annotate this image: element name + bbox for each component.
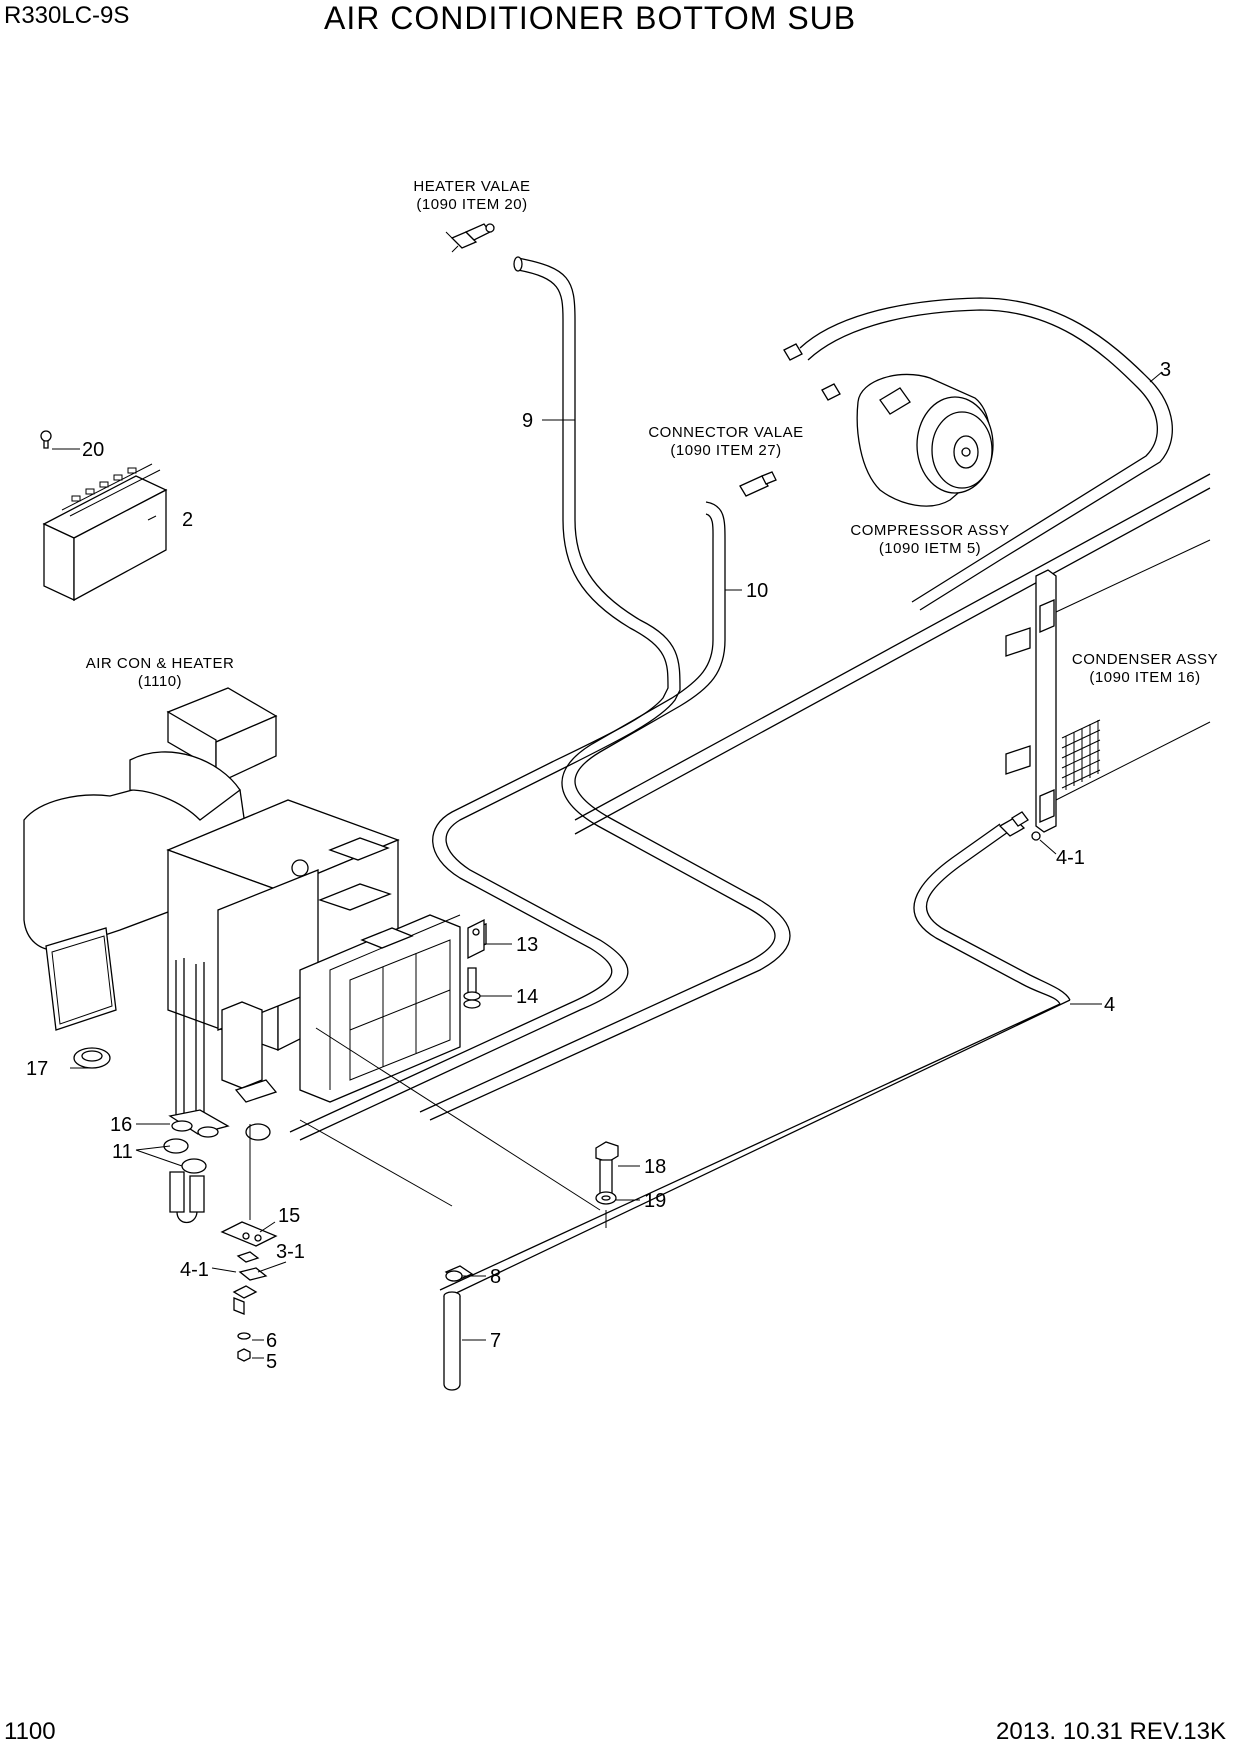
bolt-14	[463, 967, 481, 1009]
plate-15	[220, 1124, 278, 1247]
revision-date: 2013. 10.31 REV.13K	[996, 1718, 1226, 1745]
callout-6: 6	[266, 1330, 277, 1352]
aircon-heater-unit	[23, 687, 601, 1211]
callout-4: 4	[1104, 994, 1115, 1016]
control-panel-part	[40, 430, 168, 602]
callout-9: 9	[522, 410, 533, 432]
callout-18: 18	[644, 1156, 666, 1178]
page-number: 1100	[4, 1718, 56, 1745]
hose-4	[439, 811, 1071, 1297]
callout-17: 17	[26, 1058, 48, 1080]
callout-15: 15	[278, 1205, 300, 1227]
heater-valve-label-1: HEATER VALAE	[413, 178, 530, 195]
callout-14: 14	[516, 986, 538, 1008]
connector-valve-label-1: CONNECTOR VALAE	[648, 424, 803, 441]
callout-11: 11	[112, 1141, 133, 1163]
callout-leaders	[52, 371, 1163, 1359]
callout-10: 10	[746, 580, 768, 602]
callout-4-1-top: 4-1	[1056, 847, 1085, 869]
heater-valve-label-2: (1090 ITEM 20)	[416, 196, 527, 213]
bracket-13	[467, 918, 485, 960]
condenser-label-2: (1090 ITEM 16)	[1089, 669, 1200, 686]
condenser-label-1: CONDENSER ASSY	[1072, 651, 1218, 668]
hose-10	[419, 501, 791, 1121]
hose-3	[574, 297, 1211, 835]
grommet-17	[73, 1047, 111, 1069]
heater-valve-part	[445, 223, 495, 253]
fittings-lower	[232, 1251, 268, 1362]
drain-hose-16	[168, 1109, 230, 1138]
aircon-heater-label-1: AIR CON & HEATER	[86, 655, 235, 672]
callout-3-1: 3-1	[276, 1241, 305, 1263]
page-title: AIR CONDITIONER BOTTOM SUB	[324, 0, 857, 36]
callout-19: 19	[644, 1190, 666, 1212]
callout-16: 16	[110, 1114, 132, 1136]
callout-3: 3	[1160, 359, 1171, 381]
hose-9	[289, 256, 681, 1141]
model-number: R330LC-9S	[4, 2, 130, 29]
compressor-label-1: COMPRESSOR ASSY	[850, 522, 1009, 539]
callout-5: 5	[266, 1351, 277, 1373]
callout-4-1-bottom: 4-1	[180, 1259, 209, 1281]
connector-valve-label-2: (1090 ITEM 27)	[670, 442, 781, 459]
callout-8: 8	[490, 1266, 501, 1288]
callout-13: 13	[516, 934, 538, 956]
clamp-8	[444, 1265, 474, 1282]
compressor-label-2: (1090 IETM 5)	[879, 540, 981, 557]
connector-valve-part	[739, 471, 777, 497]
washer-19	[595, 1191, 617, 1228]
hose-7	[443, 1291, 461, 1391]
callout-7: 7	[490, 1330, 501, 1352]
callout-2: 2	[182, 509, 193, 531]
condenser-part	[1005, 539, 1211, 833]
bolt-18	[595, 1141, 619, 1197]
callout-20: 20	[82, 439, 104, 461]
cap-11	[163, 1138, 207, 1224]
compressor-part	[783, 343, 994, 507]
aircon-heater-label-2: (1110)	[138, 673, 182, 690]
